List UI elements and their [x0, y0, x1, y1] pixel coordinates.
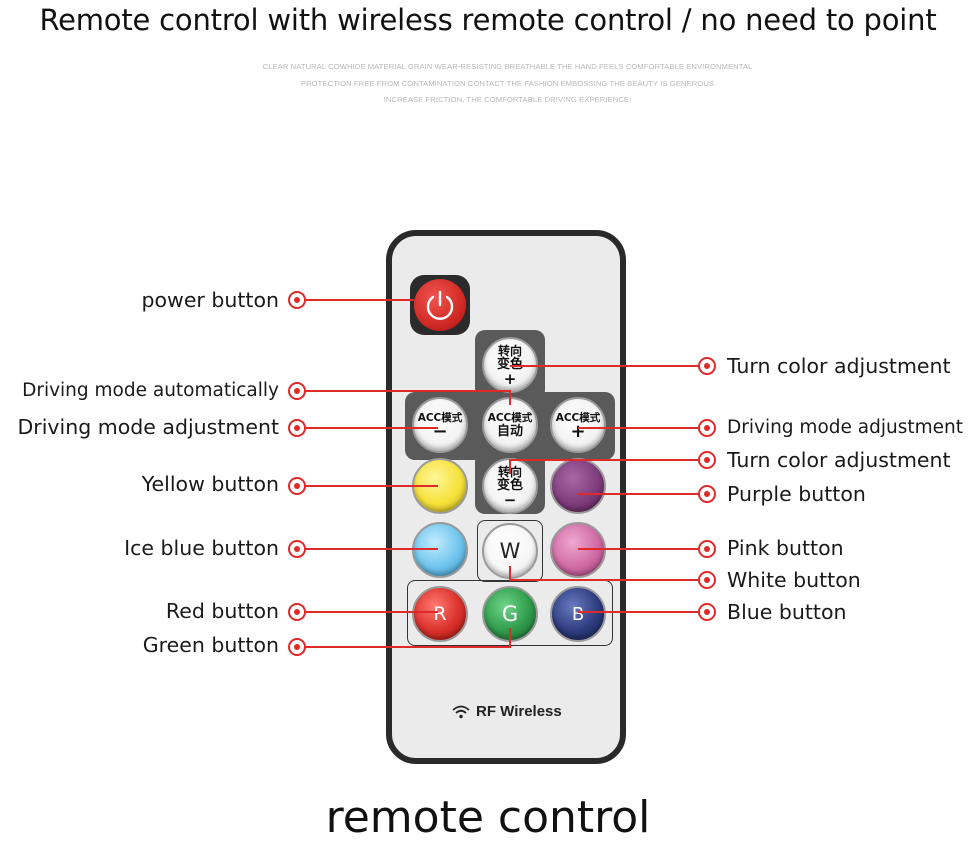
callout-dot-turn-top: [698, 357, 716, 375]
callout-line-green: [305, 628, 511, 648]
turn-color-minus-button[interactable]: 转向 变色 −: [482, 458, 538, 514]
callout-driving-mode-auto: Driving mode automatically: [22, 380, 279, 401]
callout-dot-ice-blue: [288, 540, 306, 558]
callout-ice-blue-button: Ice blue button: [124, 536, 279, 560]
turn-plus-label-bottom: 变色: [496, 356, 523, 372]
red-button-label: R: [433, 603, 447, 625]
blue-button[interactable]: B: [550, 586, 606, 642]
fine-print-line-1: CLEAR NATURAL COWHIDE MATERIAL GRAIN WEA…: [262, 62, 753, 71]
callout-dot-driving-left: [288, 419, 306, 437]
callout-dot-red: [288, 603, 306, 621]
acc-minus-sign: −: [432, 420, 448, 442]
callout-dot-pink: [698, 540, 716, 558]
callout-dot-yellow: [288, 477, 306, 495]
callout-dot-white: [698, 571, 716, 589]
callout-line-driving-auto: [305, 390, 511, 405]
callout-yellow-button: Yellow button: [141, 472, 279, 496]
callout-red-button: Red button: [165, 599, 279, 623]
driving-mode-plus-button[interactable]: ACC模式 +: [550, 397, 606, 453]
rf-wireless-label: RF Wireless: [452, 703, 562, 720]
green-button-label: G: [501, 602, 519, 626]
turn-plus-label-top: 转向: [497, 343, 522, 358]
white-button-frame: [477, 520, 543, 582]
callout-dot-purple: [698, 485, 716, 503]
driving-mode-auto-button[interactable]: ACC模式 自动: [482, 397, 538, 453]
callout-driving-mode-right: Driving mode adjustment: [727, 417, 963, 438]
white-button-label: W: [499, 539, 521, 563]
power-icon: [426, 290, 454, 320]
page-title: Remote control with wireless remote cont…: [39, 3, 937, 37]
turn-plus-sign: +: [503, 369, 517, 388]
acc-minus-label: ACC模式: [417, 411, 463, 424]
callout-purple-button: Purple button: [727, 482, 866, 506]
fine-print-line-3: INCREASE FRICTION, THE COMFORTABLE DRIVI…: [383, 95, 632, 104]
callout-dot-driving-right: [698, 419, 716, 437]
callout-dot-driving-auto: [288, 382, 306, 400]
red-button[interactable]: R: [412, 586, 468, 642]
acc-plus-label: ACC模式: [555, 411, 601, 424]
callout-dot-green: [288, 638, 306, 656]
blue-button-label: B: [571, 603, 585, 625]
fine-print-line-2: PROTECTION FREE FROM CONTAMINATION CONTA…: [300, 79, 715, 88]
callout-blue-button: Blue button: [727, 600, 847, 624]
driving-mode-minus-button[interactable]: ACC模式 −: [412, 397, 468, 453]
callout-turn-color-top: Turn color adjustment: [727, 354, 951, 378]
callout-line-white: [509, 566, 706, 581]
callout-power-button: power button: [141, 288, 280, 312]
rf-wireless-text: RF Wireless: [476, 703, 562, 720]
power-button[interactable]: [410, 275, 470, 335]
callout-white-button: White button: [727, 568, 861, 592]
callout-line-turn-bottom: [509, 459, 706, 474]
callout-pink-button: Pink button: [727, 536, 844, 560]
acc-auto-label-bottom: 自动: [496, 423, 523, 439]
wifi-icon: [452, 705, 470, 718]
callout-driving-mode-left: Driving mode adjustment: [17, 415, 279, 439]
acc-plus-sign: +: [570, 420, 586, 442]
callout-dot-blue: [698, 603, 716, 621]
turn-minus-label-bottom: 变色: [496, 477, 523, 493]
callout-dot-power: [288, 291, 306, 309]
caption-remote-control: remote control: [325, 792, 651, 843]
acc-auto-label-top: ACC模式: [487, 411, 533, 424]
turn-minus-sign: −: [503, 490, 517, 509]
callout-green-button: Green button: [142, 633, 279, 657]
callout-turn-color-bottom: Turn color adjustment: [727, 448, 951, 472]
callout-dot-turn-bottom: [698, 451, 716, 469]
